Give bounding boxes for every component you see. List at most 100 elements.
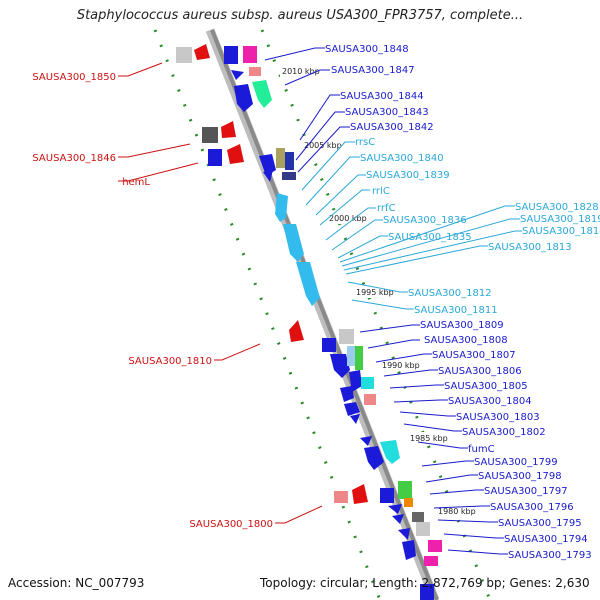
gene-block[interactable] bbox=[350, 414, 360, 424]
gene-block[interactable] bbox=[194, 44, 210, 60]
gene-label[interactable]: SAUSA300_1840 bbox=[360, 153, 444, 164]
gene-label[interactable]: SAUSA300_1811 bbox=[414, 305, 498, 316]
gene-label[interactable]: rrlC bbox=[372, 186, 390, 197]
gene-block[interactable] bbox=[289, 320, 304, 342]
gene-label[interactable]: SAUSA300_1794 bbox=[504, 534, 588, 545]
gene-label[interactable]: rrfC bbox=[377, 203, 396, 214]
gene-block[interactable] bbox=[340, 386, 354, 402]
gene-block[interactable] bbox=[339, 329, 354, 344]
gene-block[interactable] bbox=[398, 481, 412, 499]
gene-block[interactable] bbox=[364, 446, 384, 470]
gene-label[interactable]: SAUSA300_1848 bbox=[325, 44, 409, 55]
gene-label[interactable]: SAUSA300_1810 bbox=[128, 356, 212, 367]
gene-label[interactable]: SAUSA300_1807 bbox=[432, 350, 516, 361]
gene-label[interactable]: SAUSA300_1800 bbox=[189, 519, 273, 530]
gene-block[interactable] bbox=[283, 224, 304, 262]
gene-label[interactable]: SAUSA300_1806 bbox=[438, 366, 522, 377]
gene-label[interactable]: SAUSA300_1844 bbox=[340, 91, 424, 102]
gene-block[interactable] bbox=[275, 193, 288, 222]
gene-block[interactable] bbox=[285, 152, 294, 170]
left-callouts bbox=[118, 62, 323, 524]
gene-block[interactable] bbox=[364, 394, 376, 405]
gene-block[interactable] bbox=[231, 70, 244, 80]
gene-label[interactable]: SAUSA300_1797 bbox=[484, 486, 568, 497]
forward-strand-genes bbox=[224, 46, 442, 600]
gene-block[interactable] bbox=[249, 67, 261, 76]
gene-block[interactable] bbox=[388, 504, 402, 514]
map-title: Staphylococcus aureus subsp. aureus USA3… bbox=[76, 8, 524, 23]
gene-block[interactable] bbox=[330, 354, 350, 378]
gene-label[interactable]: SAUSA300_1803 bbox=[456, 412, 540, 423]
right-labels: SAUSA300_1848 SAUSA300_1847 SAUSA300_184… bbox=[325, 44, 600, 561]
gene-label[interactable]: SAUSA300_1805 bbox=[444, 381, 528, 392]
gene-label[interactable]: SAUSA300_1819 bbox=[520, 214, 600, 225]
scale-label: 2010 kbp bbox=[282, 67, 320, 76]
gene-block[interactable] bbox=[392, 514, 404, 524]
gene-label[interactable]: SAUSA300_1802 bbox=[462, 427, 546, 438]
gene-block[interactable] bbox=[227, 144, 244, 164]
gene-label[interactable]: SAUSA300_1846 bbox=[32, 153, 116, 164]
accession-label: Accession: NC_007793 bbox=[8, 576, 145, 590]
gene-label[interactable]: SAUSA300_1839 bbox=[366, 170, 450, 181]
gene-label[interactable]: SAUSA300_1814 bbox=[522, 226, 600, 237]
gene-block[interactable] bbox=[334, 491, 348, 503]
gene-block[interactable] bbox=[263, 170, 273, 182]
gene-block[interactable] bbox=[202, 127, 218, 143]
gene-block[interactable] bbox=[420, 584, 434, 600]
gene-block[interactable] bbox=[360, 436, 372, 446]
gene-block[interactable] bbox=[221, 121, 236, 138]
topology-summary: Topology: circular; Length: 2,872,769 bp… bbox=[260, 576, 590, 590]
gene-label[interactable]: SAUSA300_1847 bbox=[331, 65, 415, 76]
gene-block[interactable] bbox=[296, 262, 320, 306]
gene-block[interactable] bbox=[208, 149, 222, 166]
gene-label[interactable]: SAUSA300_1813 bbox=[488, 242, 572, 253]
gene-block[interactable] bbox=[416, 522, 430, 536]
scale-labels: 2010 kbp 2005 kbp 2000 kbp 1995 kbp 1990… bbox=[280, 65, 484, 517]
gene-label[interactable]: rrsC bbox=[355, 137, 375, 148]
gene-block[interactable] bbox=[234, 84, 253, 112]
gene-label[interactable]: SAUSA300_1850 bbox=[32, 72, 116, 83]
gene-block[interactable] bbox=[398, 528, 410, 540]
left-labels: SAUSA300_1850 SAUSA300_1846 hemL SAUSA30… bbox=[32, 72, 273, 530]
gene-label[interactable]: SAUSA300_1796 bbox=[490, 502, 574, 513]
gene-block[interactable] bbox=[276, 148, 285, 168]
gene-block[interactable] bbox=[402, 540, 416, 560]
gene-label[interactable]: SAUSA300_1835 bbox=[388, 232, 472, 243]
gene-label[interactable]: SAUSA300_1799 bbox=[474, 457, 558, 468]
gene-label[interactable]: SAUSA300_1836 bbox=[383, 215, 467, 226]
gene-block[interactable] bbox=[424, 556, 438, 566]
gene-label[interactable]: SAUSA300_1812 bbox=[408, 288, 492, 299]
gene-block[interactable] bbox=[252, 80, 272, 108]
gene-block[interactable] bbox=[282, 172, 296, 180]
gene-block[interactable] bbox=[428, 540, 442, 552]
gene-label[interactable]: SAUSA300_1828 bbox=[515, 202, 599, 213]
gene-block[interactable] bbox=[176, 47, 192, 63]
gene-block[interactable] bbox=[352, 484, 368, 504]
gene-label[interactable]: fumC bbox=[468, 444, 495, 455]
gene-label[interactable]: SAUSA300_1798 bbox=[478, 471, 562, 482]
gene-block[interactable] bbox=[347, 346, 355, 366]
gene-block[interactable] bbox=[224, 46, 238, 64]
scale-label: 2000 kbp bbox=[329, 214, 367, 223]
gene-block[interactable] bbox=[380, 440, 400, 464]
gene-block[interactable] bbox=[322, 338, 336, 352]
gene-block[interactable] bbox=[361, 377, 374, 389]
gene-block[interactable] bbox=[344, 402, 360, 416]
gene-label[interactable]: SAUSA300_1804 bbox=[448, 396, 532, 407]
scale-label: 1985 kbp bbox=[410, 434, 448, 443]
gene-label[interactable]: SAUSA300_1809 bbox=[420, 320, 504, 331]
gene-block[interactable] bbox=[243, 46, 257, 63]
gene-label[interactable]: SAUSA300_1795 bbox=[498, 518, 582, 529]
gene-label[interactable]: SAUSA300_1808 bbox=[424, 335, 508, 346]
gene-block[interactable] bbox=[349, 370, 362, 392]
gene-block[interactable] bbox=[404, 498, 413, 507]
scale-label: 1995 kbp bbox=[356, 288, 394, 297]
gene-block[interactable] bbox=[355, 346, 363, 370]
gene-label[interactable]: hemL bbox=[122, 177, 150, 188]
gene-label[interactable]: SAUSA300_1843 bbox=[345, 107, 429, 118]
gene-block[interactable] bbox=[380, 488, 394, 503]
gene-label[interactable]: SAUSA300_1842 bbox=[350, 122, 434, 133]
gene-block[interactable] bbox=[412, 512, 424, 522]
gene-label[interactable]: SAUSA300_1793 bbox=[508, 550, 592, 561]
